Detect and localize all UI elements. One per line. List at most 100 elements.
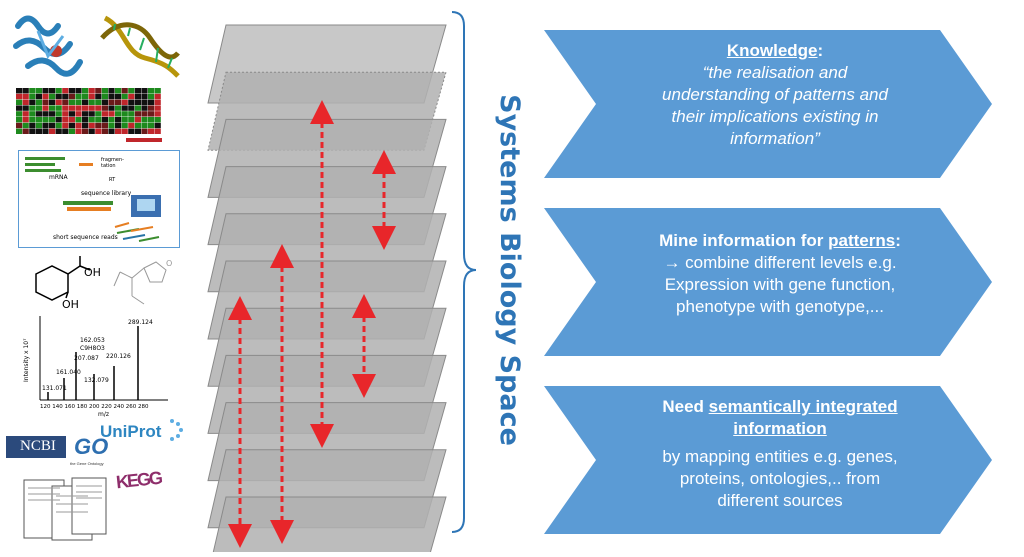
heatmap-cell bbox=[68, 93, 75, 100]
heatmap-cell bbox=[101, 99, 108, 105]
need-line-3: different sources bbox=[717, 491, 843, 510]
heatmap-cell bbox=[154, 105, 161, 111]
svg-text:Systems Biology Space: Systems Biology Space bbox=[494, 94, 525, 446]
heatmap-cell bbox=[49, 88, 56, 94]
heatmap-cell bbox=[154, 117, 161, 123]
heatmap-cell bbox=[22, 122, 29, 129]
heatmap-cell bbox=[134, 105, 141, 111]
heatmap-cell bbox=[154, 128, 161, 134]
heatmap-cell bbox=[55, 99, 62, 105]
peak-220: 220.126 bbox=[106, 353, 131, 360]
heatmap-cell bbox=[35, 122, 42, 129]
heatmap-cell bbox=[62, 117, 69, 123]
mine-line-1: → combine different levels e.g. bbox=[663, 253, 897, 272]
heatmap-cell bbox=[68, 117, 75, 123]
heatmap-cell bbox=[35, 117, 42, 123]
knowledge-heading: Knowledge: bbox=[726, 41, 824, 60]
ncbi-logo: NCBI bbox=[6, 436, 66, 458]
heatmap-cell bbox=[55, 128, 62, 134]
heatmap-cell bbox=[128, 111, 135, 117]
heatmap-cell bbox=[75, 111, 82, 117]
heatmap-cell bbox=[22, 117, 29, 123]
heatmap-cell bbox=[128, 105, 135, 111]
heatmap-cell bbox=[108, 99, 115, 105]
heatmap-cell bbox=[82, 117, 89, 123]
heatmap-cell bbox=[55, 117, 62, 123]
heatmap-cell bbox=[108, 111, 115, 117]
dna-helix-image bbox=[100, 8, 180, 78]
heatmap-cell bbox=[115, 99, 122, 105]
heatmap-cell bbox=[95, 122, 102, 129]
heatmap-cell bbox=[134, 88, 141, 94]
heatmap-cell bbox=[95, 117, 102, 123]
knowledge-line-2: understanding of patterns and bbox=[662, 85, 888, 104]
heatmap-cell bbox=[141, 128, 148, 134]
heatmap-cell bbox=[108, 88, 115, 94]
heatmap-cell bbox=[22, 88, 29, 94]
heatmap-cell bbox=[88, 99, 95, 105]
peak-132: 132.079 bbox=[84, 377, 109, 384]
papers-image bbox=[22, 476, 108, 542]
heatmap-cell bbox=[16, 128, 23, 134]
heatmap-cell bbox=[82, 111, 89, 117]
heatmap-cell bbox=[16, 122, 23, 129]
heatmap-cell bbox=[68, 99, 75, 105]
knowledge-line-1: “the realisation and bbox=[702, 63, 848, 82]
heatmap-cell bbox=[35, 88, 42, 94]
knowledge-line-4: information” bbox=[730, 129, 820, 148]
mine-heading: Mine information for patterns: bbox=[659, 231, 901, 250]
heatmap-cell bbox=[115, 93, 122, 100]
heatmap-cell bbox=[16, 93, 23, 100]
heatmap-cell bbox=[121, 88, 128, 94]
layer-stack bbox=[196, 0, 456, 557]
heatmap-cell bbox=[29, 128, 36, 134]
heatmap-cell bbox=[49, 111, 56, 117]
heatmap-cell bbox=[148, 122, 155, 129]
heatmap-cell bbox=[141, 117, 148, 123]
heatmap-cell bbox=[128, 99, 135, 105]
rt-label: RT bbox=[109, 177, 116, 183]
heatmap-cell bbox=[95, 105, 102, 111]
mine-line-3: phenotype with genotype,... bbox=[676, 297, 884, 316]
heatmap-cell bbox=[88, 128, 95, 134]
heatmap-cell bbox=[101, 117, 108, 123]
heatmap-cell bbox=[88, 105, 95, 111]
heatmap-cell bbox=[95, 93, 102, 100]
mine-text: Mine information for patterns: → combine… bbox=[590, 230, 970, 318]
heatmap-cell bbox=[101, 105, 108, 111]
heatmap-cell bbox=[134, 111, 141, 117]
heatmap-cell bbox=[134, 99, 141, 105]
heatmap-cell bbox=[75, 105, 82, 111]
need-chevron bbox=[544, 386, 1020, 534]
library-label: sequence library bbox=[81, 190, 132, 197]
heatmap-cell bbox=[154, 111, 161, 117]
heatmap-cell bbox=[108, 105, 115, 111]
mine-chevron bbox=[544, 208, 1020, 356]
heatmap-cell bbox=[141, 99, 148, 105]
heatmap-cell bbox=[101, 88, 108, 94]
peak-162: 162.053 bbox=[80, 337, 105, 344]
heatmap-cell bbox=[62, 122, 69, 129]
protein-structure-image bbox=[8, 6, 88, 84]
heatmap-cell bbox=[62, 99, 69, 105]
heatmap-cell bbox=[49, 128, 56, 134]
heatmap-cell bbox=[49, 99, 56, 105]
heatmap-cell bbox=[82, 122, 89, 129]
heatmap-cell bbox=[62, 128, 69, 134]
heatmap-cell bbox=[42, 111, 49, 117]
heatmap-cell bbox=[108, 128, 115, 134]
heatmap-cell bbox=[101, 111, 108, 117]
heatmap-cell bbox=[148, 105, 155, 111]
heatmap-cell bbox=[55, 105, 62, 111]
heatmap-cell bbox=[95, 88, 102, 94]
heatmap-cell bbox=[128, 117, 135, 123]
heatmap-cell bbox=[115, 128, 122, 134]
heatmap-cell bbox=[115, 117, 122, 123]
heatmap-cell bbox=[154, 93, 161, 100]
heatmap-cell bbox=[62, 111, 69, 117]
heatmap-cell bbox=[22, 93, 29, 100]
heatmap-cell bbox=[29, 93, 36, 100]
heatmap-cell bbox=[75, 122, 82, 129]
heatmap-cell bbox=[68, 105, 75, 111]
heatmap-cell bbox=[101, 128, 108, 134]
